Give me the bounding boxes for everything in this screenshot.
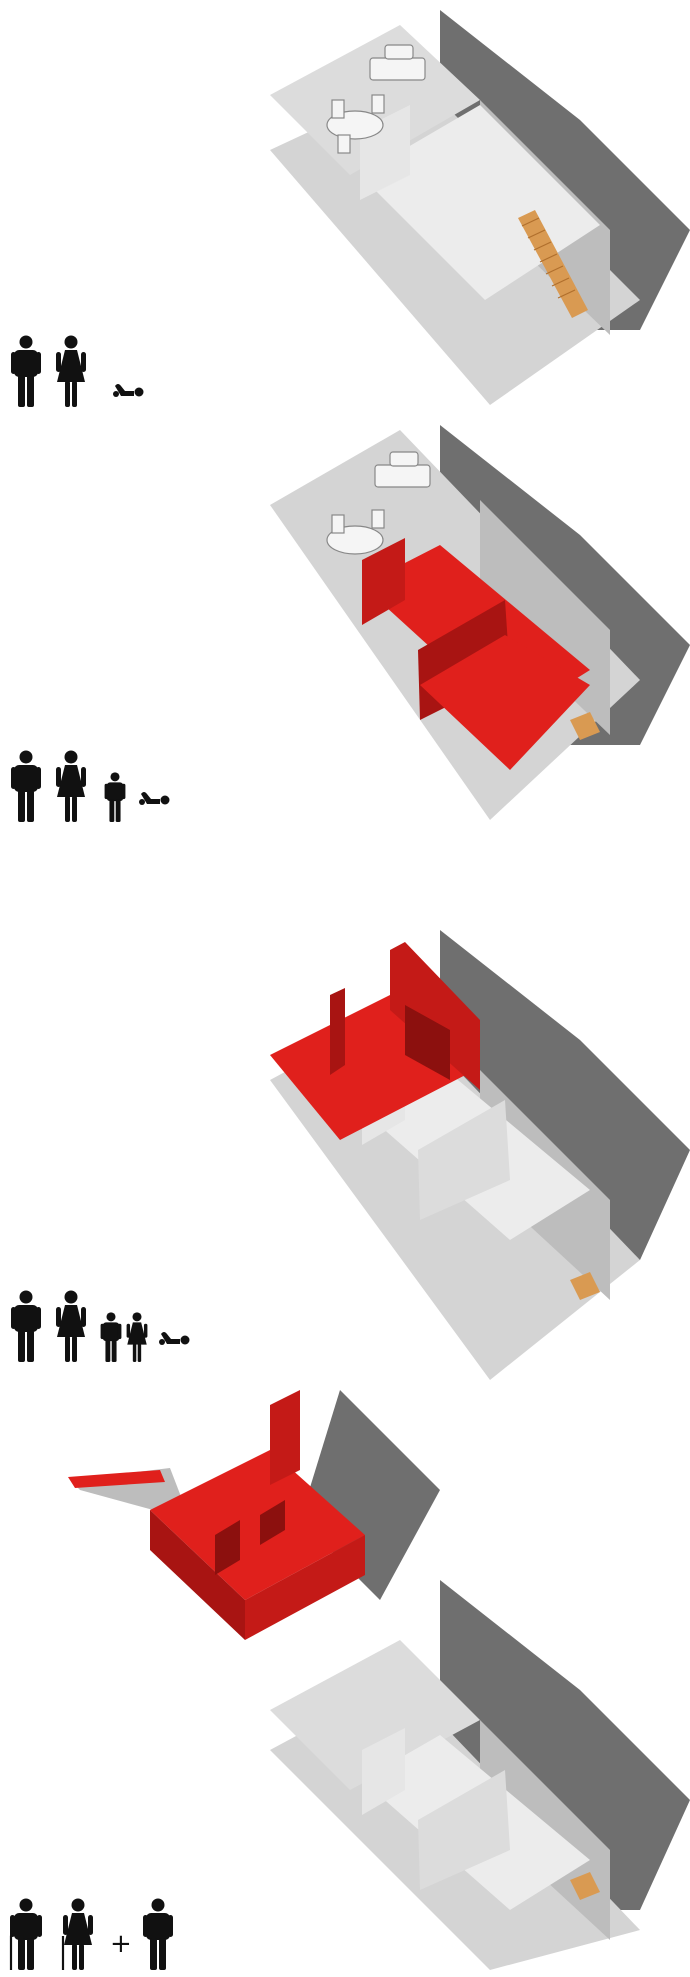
man-icon (143, 1898, 173, 1970)
house-model (270, 10, 690, 405)
house-model (270, 1580, 690, 1970)
furniture-sofa (374, 451, 431, 488)
extension-wall-back (270, 1390, 300, 1485)
extension-inner (405, 1005, 450, 1080)
partition-wall-front (418, 1100, 510, 1220)
house-model (270, 425, 690, 820)
family-icons (11, 335, 144, 407)
girl-icon (126, 1312, 148, 1362)
detached-extension (68, 1390, 440, 1640)
extension-wall-left (362, 538, 405, 625)
plus-sign: + (110, 1929, 132, 1959)
extension-wall-left (150, 1510, 245, 1640)
baby-icon (159, 1332, 190, 1345)
staircase (570, 1272, 600, 1300)
baby-icon (139, 792, 170, 805)
extension-inner-wall-2 (260, 1500, 285, 1545)
family-icons (11, 1290, 190, 1362)
child-icon (104, 772, 126, 822)
stage-1 (0, 0, 690, 420)
extension-inner-wall (215, 1520, 240, 1575)
woman-icon (56, 335, 86, 407)
extension-floor (150, 1450, 365, 1600)
staircase (570, 1872, 600, 1900)
furniture-table-chairs (326, 94, 385, 154)
house-model (270, 930, 690, 1380)
staircase (570, 712, 600, 740)
family-icons: + (8, 1898, 173, 1970)
baby-icon (113, 384, 144, 397)
extension-wall-back (330, 988, 345, 1075)
furniture-sofa (369, 44, 426, 81)
woman-icon (56, 1290, 86, 1362)
extension-floor-front (420, 635, 590, 770)
stage-3 (0, 850, 690, 1380)
child-icon (100, 1312, 122, 1362)
woman-icon (56, 750, 86, 822)
partition-wall (362, 1728, 405, 1815)
elderly-woman-icon (61, 1898, 95, 1970)
stage-2 (0, 420, 690, 850)
man-icon (11, 1290, 41, 1362)
staircase (518, 210, 588, 318)
stage-4: + (0, 1380, 690, 1977)
partition-wall-front (418, 1770, 510, 1890)
upper-deck (270, 1640, 480, 1790)
elderly-man-icon (8, 1898, 44, 1970)
man-icon (11, 335, 41, 407)
extension-wall-right (390, 942, 480, 1090)
family-icons (11, 750, 170, 822)
extension-wall-front (245, 1535, 365, 1640)
man-icon (11, 750, 41, 822)
furniture-table-chairs (326, 509, 385, 555)
ramp-red (68, 1470, 165, 1488)
